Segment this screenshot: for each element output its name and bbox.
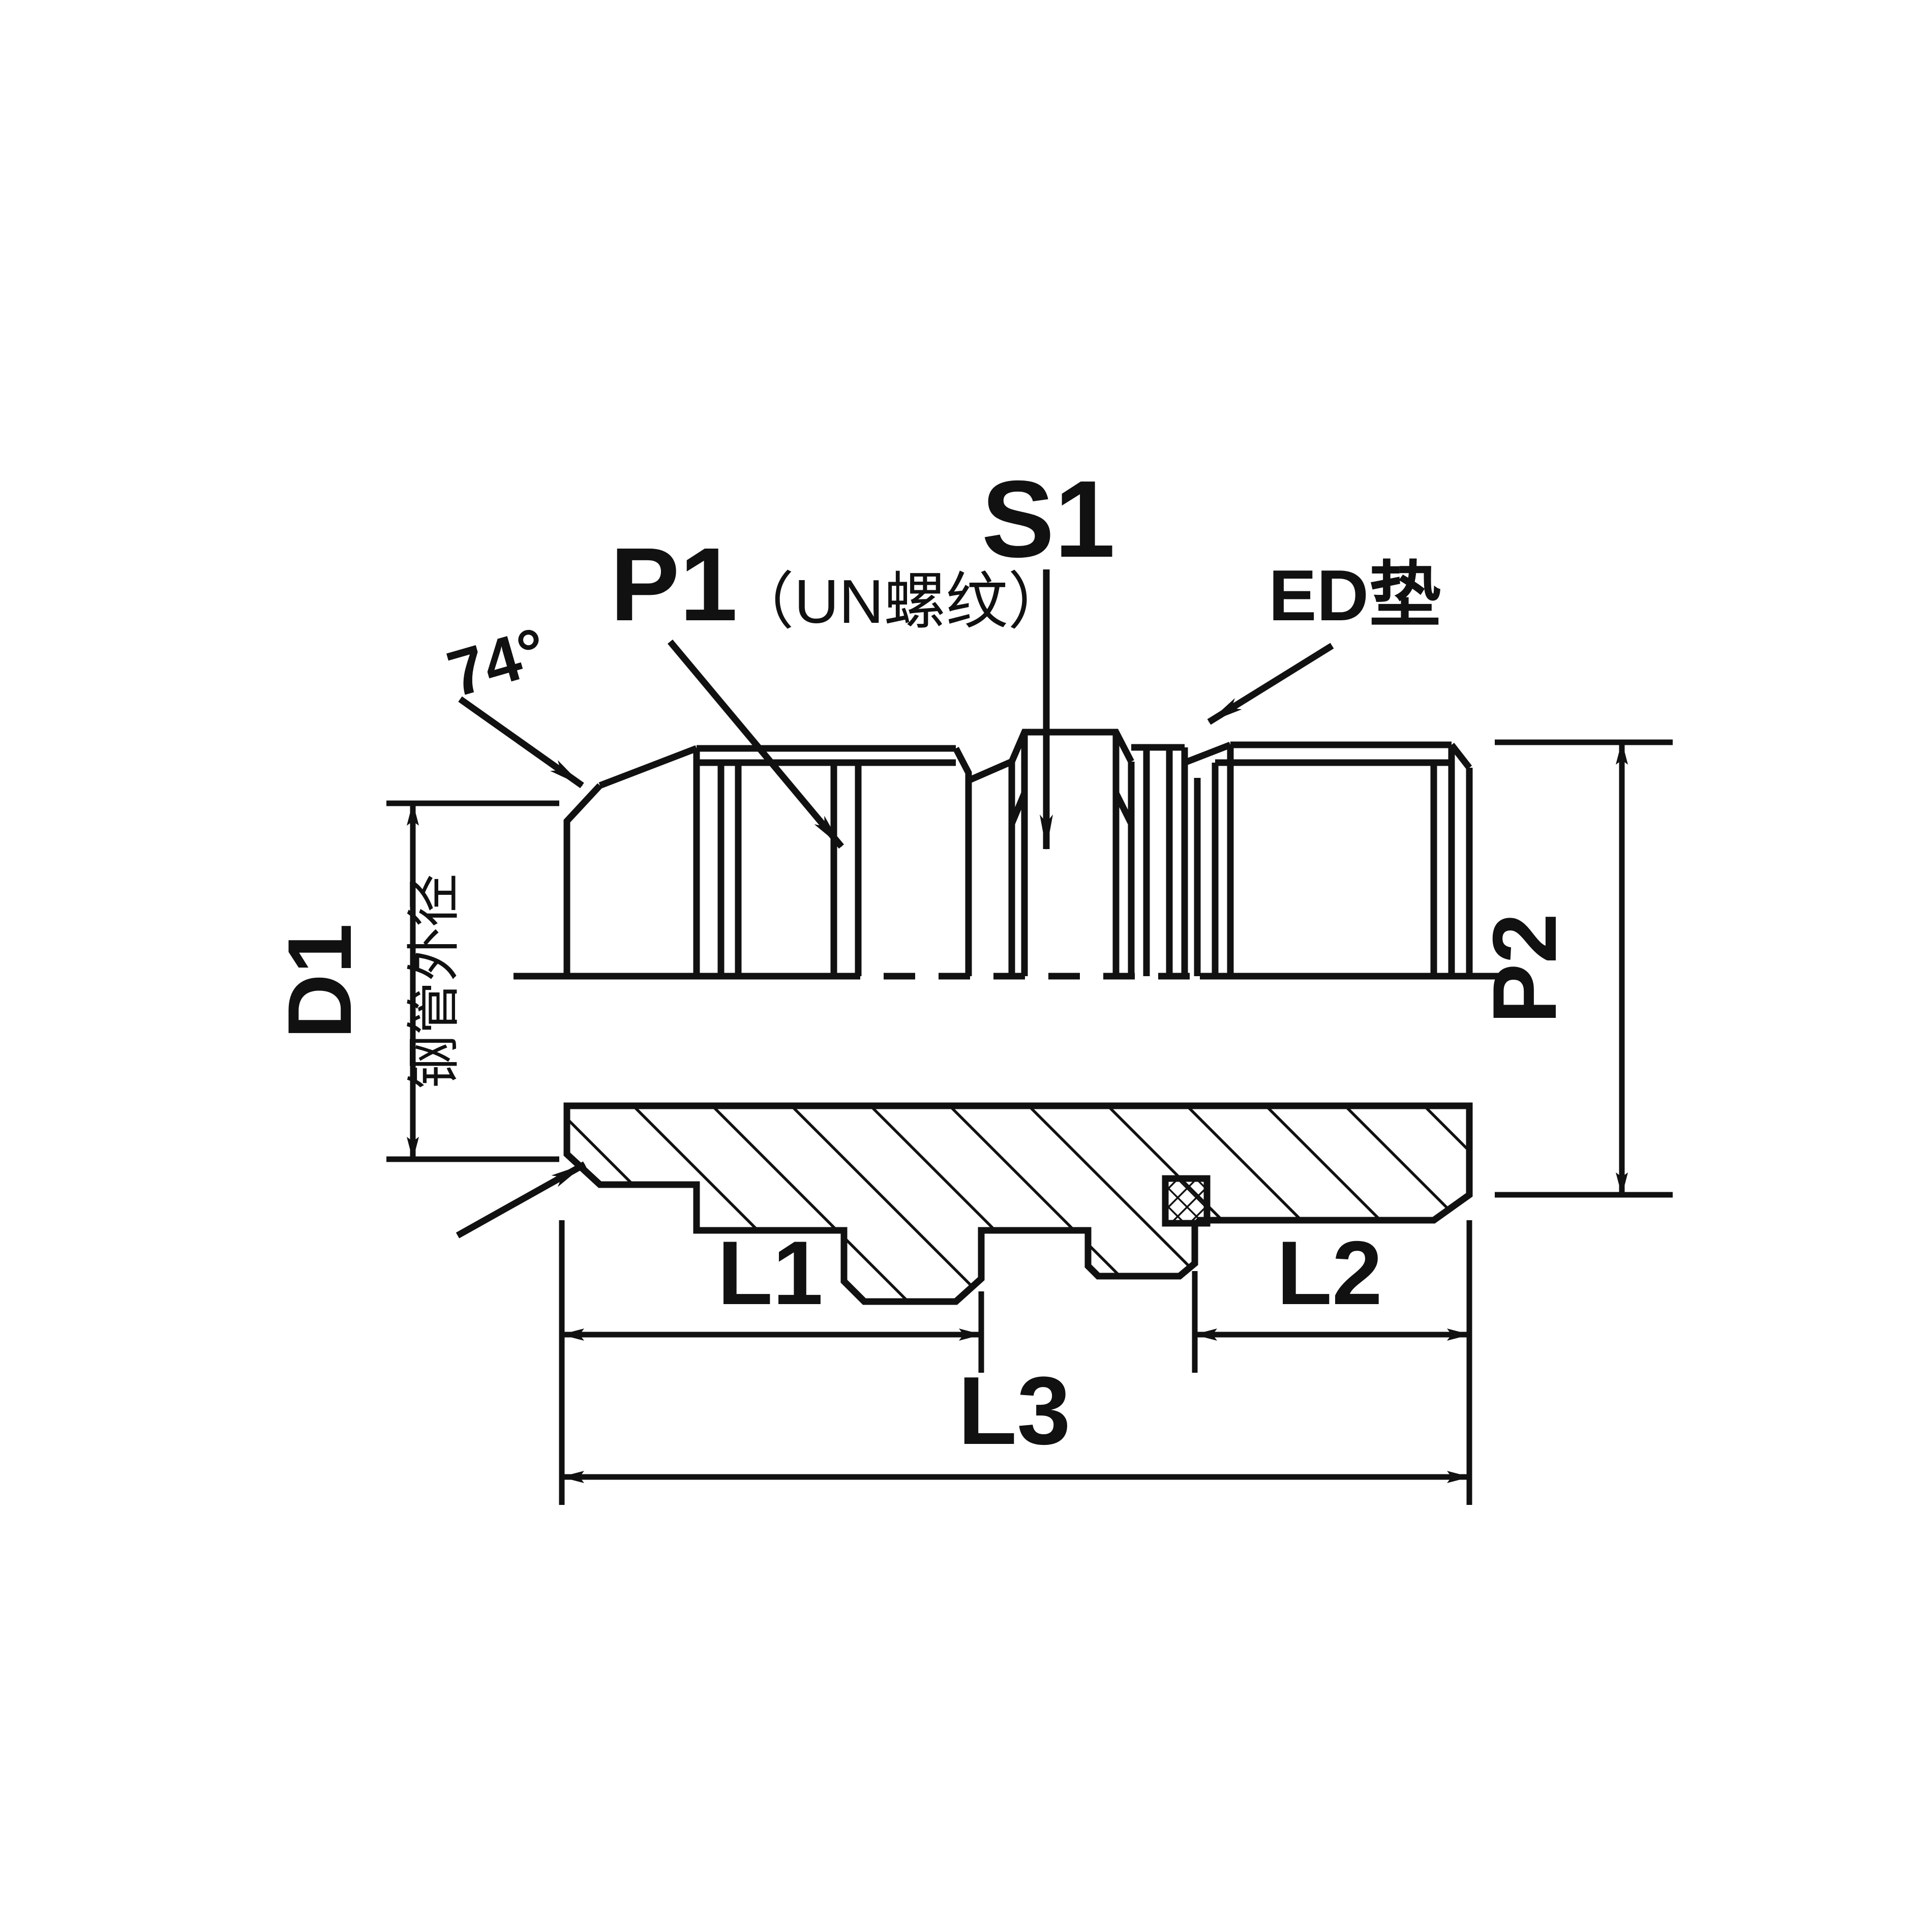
- p1-label: P1: [610, 526, 738, 643]
- l1-label: L1: [717, 1222, 823, 1323]
- dimension-d1: D1 钢管外径: [269, 800, 559, 1162]
- callout-cone-seat-lower: [456, 1161, 587, 1239]
- hex-corner-left: [1009, 792, 1028, 825]
- callout-s1: S1: [982, 458, 1115, 850]
- callout-ed: ED垫: [1207, 555, 1441, 725]
- l3-label: L3: [958, 1357, 1071, 1465]
- ed-label: ED垫: [1269, 555, 1441, 636]
- dimension-l3: L3: [559, 1335, 1472, 1505]
- section-lower-half: [563, 1102, 1473, 1305]
- d1-label: D1: [269, 923, 370, 1039]
- hex-top-chamfer: [1009, 729, 1134, 763]
- ed-leader-line: [1207, 643, 1334, 725]
- cone-74-slope: [598, 745, 698, 789]
- outline-upper-half: [563, 729, 1473, 976]
- undercut-slope: [967, 759, 1013, 783]
- angle-leader-line: [458, 696, 584, 789]
- ed-seal-ring: [1162, 1175, 1211, 1227]
- thread-right-lead-chamfer: [1183, 741, 1232, 766]
- ed-seal-ring-body: [1162, 1175, 1211, 1227]
- p1-leader-line: [668, 639, 844, 849]
- left-nose-chamfer-lower: [563, 1106, 602, 1187]
- p1-note-label: （UN螺纹）: [732, 567, 1070, 636]
- cone-seat-leader-line: [456, 1161, 587, 1239]
- fitting-body: [563, 729, 1473, 1305]
- thread-left-runout: [953, 746, 972, 976]
- l2-label: L2: [1277, 1222, 1382, 1323]
- callout-p1: P1 （UN螺纹）: [610, 526, 1070, 849]
- s1-label: S1: [982, 458, 1115, 580]
- cone-74-face: [563, 783, 602, 976]
- hex-corner-right: [1113, 792, 1134, 825]
- dimension-p2: P2: [1474, 739, 1673, 1198]
- d1-note-label: 钢管外径: [404, 873, 464, 1089]
- p2-label: P2: [1474, 913, 1575, 1024]
- dimension-l2: L2: [1192, 1220, 1472, 1373]
